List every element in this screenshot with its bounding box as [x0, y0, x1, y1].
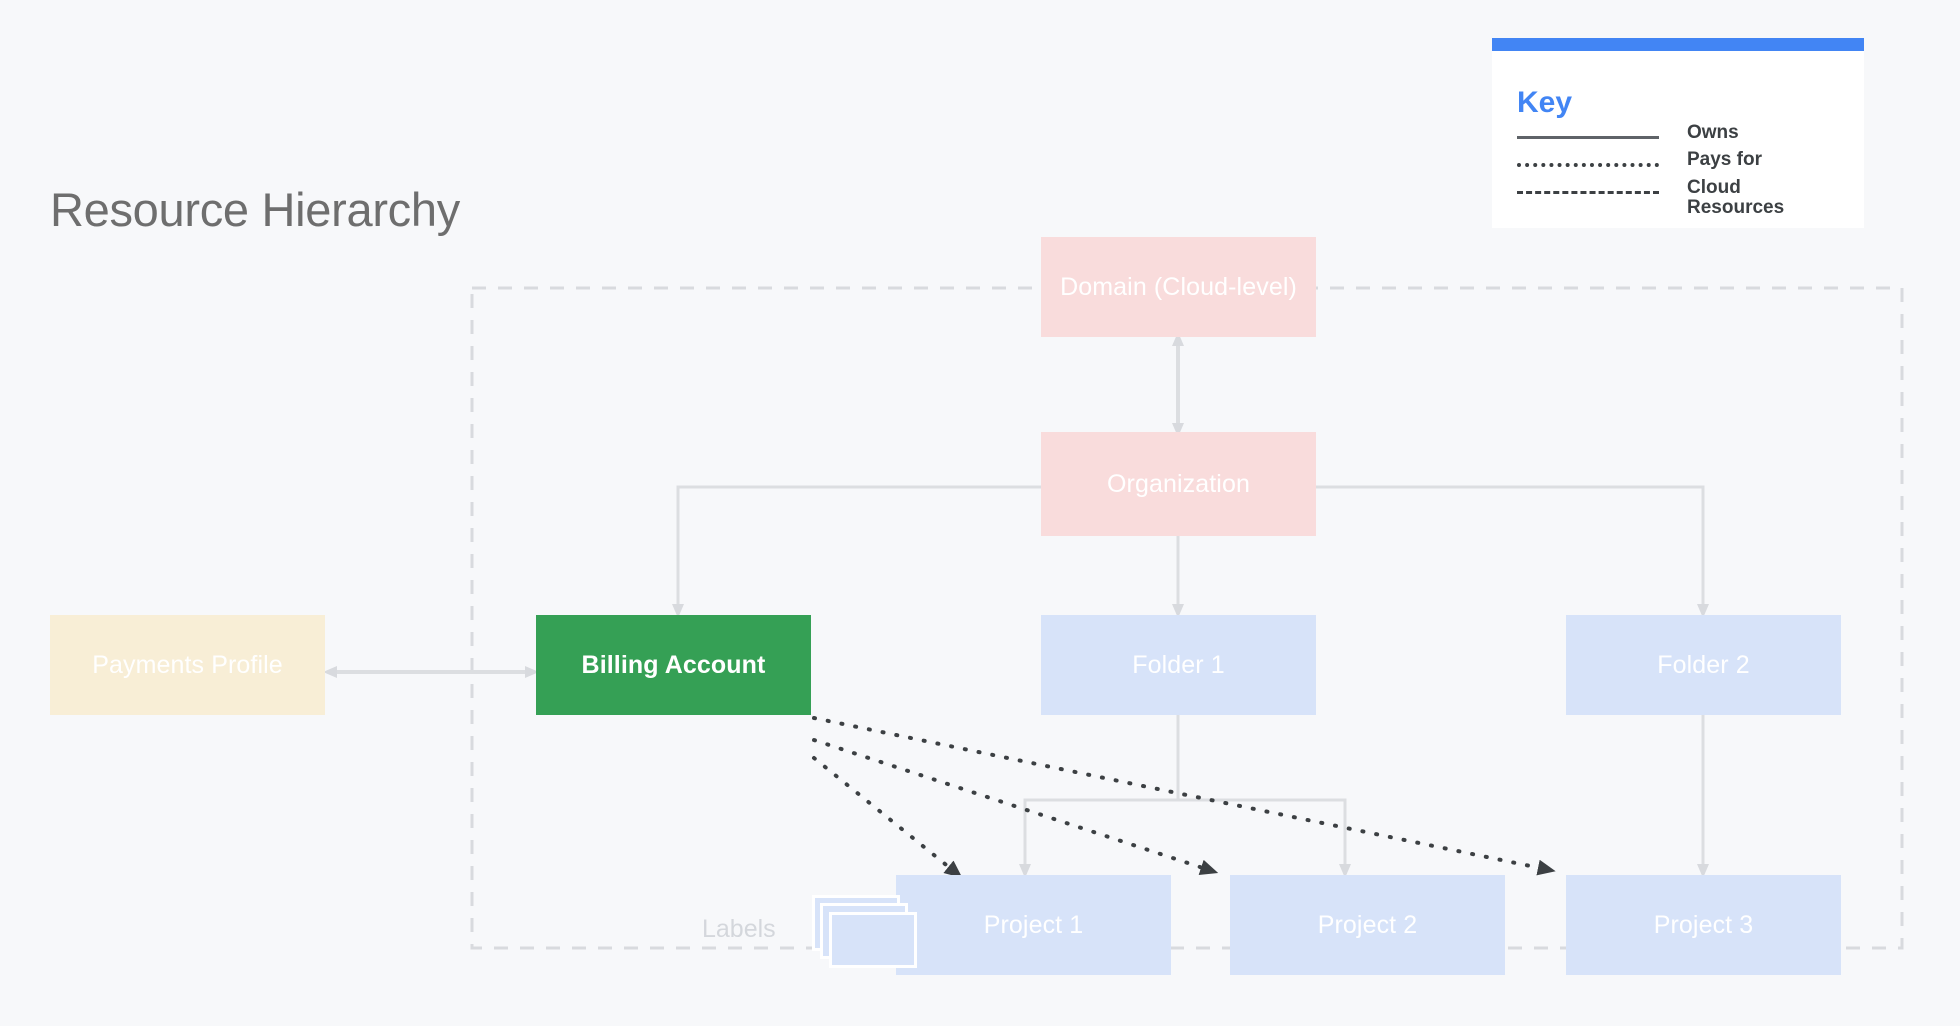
stacked-cards-icon	[812, 895, 917, 969]
node-organization-label: Organization	[1107, 470, 1250, 498]
node-payments-profile[interactable]: Payments Profile	[50, 615, 325, 715]
node-payments-profile-label: Payments Profile	[92, 651, 283, 679]
legend-item-pays-for-label: Pays for	[1687, 149, 1762, 170]
legend-panel: Key Owns Pays for Cloud Resources	[1492, 38, 1864, 228]
edge-billing-project1-paysfor	[812, 756, 963, 879]
node-project-1[interactable]: Project 1	[896, 875, 1171, 975]
node-project-2[interactable]: Project 2	[1230, 875, 1505, 975]
dotted-line-icon	[1517, 163, 1659, 167]
node-folder-1-label: Folder 1	[1132, 651, 1225, 679]
node-billing-account-label: Billing Account	[581, 651, 766, 679]
edge-organization-folder2	[1316, 485, 1709, 618]
solid-line-icon	[1517, 136, 1659, 139]
edge-billing-project3-paysfor	[812, 716, 1556, 876]
labels-caption: Labels	[702, 915, 776, 943]
legend-item-cloud-resources-label: Cloud Resources	[1687, 177, 1785, 218]
node-domain-label: Domain (Cloud-level)	[1060, 273, 1297, 301]
node-project-3-label: Project 3	[1653, 911, 1754, 939]
legend-accent-bar	[1492, 38, 1864, 51]
node-folder-2[interactable]: Folder 2	[1566, 615, 1841, 715]
dashed-line-icon	[1517, 191, 1659, 194]
node-project-3[interactable]: Project 3	[1566, 875, 1841, 975]
node-organization[interactable]: Organization	[1041, 432, 1316, 536]
edge-folder1-project1	[1019, 715, 1180, 878]
legend-item-owns-label: Owns	[1687, 122, 1739, 143]
legend-title: Key	[1517, 86, 1573, 119]
node-domain[interactable]: Domain (Cloud-level)	[1041, 237, 1316, 337]
legend-item-cloud-resources: Cloud Resources	[1517, 178, 1847, 217]
page-title: Resource Hierarchy	[50, 183, 460, 236]
edge-folder1-project2	[1176, 715, 1351, 878]
node-folder-2-label: Folder 2	[1657, 651, 1750, 679]
label-card-front	[829, 912, 917, 968]
node-billing-account[interactable]: Billing Account	[536, 615, 811, 715]
edge-billing-project2-paysfor	[812, 738, 1219, 875]
legend-item-pays-for: Pays for	[1517, 150, 1847, 182]
edge-organization-billing	[672, 485, 1041, 618]
node-folder-1[interactable]: Folder 1	[1041, 615, 1316, 715]
legend-item-owns: Owns	[1517, 123, 1847, 155]
node-project-2-label: Project 2	[1317, 911, 1418, 939]
node-project-1-label: Project 1	[983, 911, 1084, 939]
